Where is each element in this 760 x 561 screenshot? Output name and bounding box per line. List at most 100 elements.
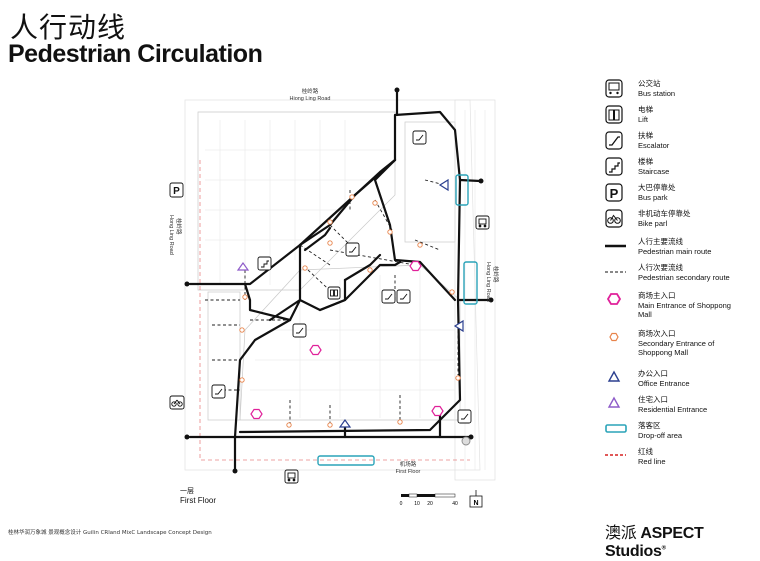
secondary-entrance <box>397 419 403 425</box>
bottom-road-en: First Floor <box>396 469 421 475</box>
legend-label-cn: 住宅入口 <box>638 395 668 404</box>
escalator-icon <box>412 130 427 145</box>
bottom-road-cn: 机场路 <box>400 460 417 468</box>
plan-icons: P <box>169 130 490 484</box>
office-entrance <box>338 418 352 428</box>
top-road-en: Hiong Ling Road <box>290 96 331 102</box>
legend-label-en: Red line <box>638 457 666 466</box>
secondary-route-line <box>605 271 626 273</box>
logo-mark: ® <box>661 545 666 552</box>
scale-label: 0 <box>400 501 403 507</box>
legend-item-drop-off: 落客区 Drop-off area <box>604 420 760 446</box>
route-endpoints <box>184 87 494 474</box>
escalator-icon <box>381 289 396 304</box>
legend-label-cn: 公交站 <box>638 79 661 88</box>
endpoint-dot <box>394 87 400 93</box>
secondary-entrances <box>239 194 461 428</box>
legend-label-cn: 非机动车停靠处 <box>638 209 691 218</box>
scale-label: 10 <box>414 501 420 507</box>
secondary-entrance <box>367 267 373 273</box>
office-entrance <box>453 319 464 333</box>
secondary-entrance <box>455 375 461 381</box>
drop-off-rectangle <box>605 424 627 433</box>
secondary-entrance <box>349 194 355 200</box>
svg-text:P: P <box>173 186 180 197</box>
legend-label-en: Pedestrian secondary route <box>638 273 730 282</box>
legend-label-en: Escalator <box>638 141 670 150</box>
secondary-entrance <box>417 242 423 248</box>
legend-item-residential-entrance: 住宅入口 Residential Entrance <box>604 394 760 420</box>
lift-icon <box>605 105 623 124</box>
secondary-entrance <box>239 327 245 333</box>
logo-cn: 澳派 <box>605 523 637 542</box>
legend-label-en: Pedestrian main route <box>638 247 712 256</box>
top-road-cn: 桂岭路 <box>302 87 319 95</box>
main-entrance-hexagon <box>606 293 622 305</box>
bus-station-icon <box>284 469 299 484</box>
secondary-entrance <box>387 229 393 235</box>
legend-label-en: Drop-off area <box>638 431 683 440</box>
legend-label-cn: 办公入口 <box>638 369 668 378</box>
legend-label-en: Bike parl <box>638 219 668 228</box>
main-entrance <box>409 260 422 272</box>
page-title-cn: 人行动线 <box>10 11 127 44</box>
floor-label-cn: 一层 <box>180 487 194 495</box>
legend-label-en: Secondary Entrance of Shoppong Mall <box>638 339 715 357</box>
escalator-icon <box>605 131 623 150</box>
bus-icon <box>605 79 623 98</box>
legend-item-lift: 电梯 Lift <box>604 104 760 130</box>
site-plan: P 桂岭路 Hiong Ling Road 机场路 First <box>168 87 500 508</box>
secondary-entrance <box>242 294 248 300</box>
interior-grid <box>205 110 486 470</box>
escalator-icon <box>292 323 307 338</box>
legend-label-cn: 扶梯 <box>638 131 653 140</box>
svg-text:P: P <box>610 186 619 201</box>
legend-item-red-line: 红线 Red line <box>604 446 760 472</box>
scale-label: 20 <box>427 501 433 507</box>
legend-label-cn: 人行次要流线 <box>638 263 683 272</box>
secondary-entrance <box>286 422 292 428</box>
legend-item-office-entrance: 办公入口 Office Entrance <box>604 368 760 394</box>
drop-off-area <box>455 174 469 206</box>
right-road-en: Hong Ling Road <box>485 262 491 302</box>
legend-label-cn: 商场主入口 <box>638 291 676 300</box>
scale-bar: 0 10 20 40 <box>400 493 458 507</box>
left-road-cn: 桂岭路 <box>175 218 183 235</box>
residential-entrance <box>236 261 250 271</box>
bus-station-icon <box>475 215 490 230</box>
bus-park-circle <box>461 436 471 446</box>
staircase-icon <box>257 256 272 271</box>
office-entrance <box>438 178 449 192</box>
residential-entrance-triangle <box>607 396 621 408</box>
legend-label-en: Bus park <box>638 193 668 202</box>
escalator-icon <box>396 289 411 304</box>
secondary-entrance <box>327 422 333 428</box>
bus-park-icon: P <box>169 182 184 198</box>
main-entrance <box>309 344 322 356</box>
secondary-entrance <box>302 265 308 271</box>
secondary-entrance-hexagon <box>609 332 619 342</box>
legend-label-cn: 电梯 <box>638 105 653 114</box>
legend-item-escalator: 扶梯 Escalator <box>604 130 760 156</box>
legend-label-en: Lift <box>638 115 649 124</box>
red-line <box>605 454 626 456</box>
endpoint-dot <box>232 468 238 474</box>
main-route-line <box>605 244 626 248</box>
legend-label-cn: 大巴停靠处 <box>638 183 676 192</box>
legend-item-secondary-entrance: 商场次入口 Secondary Entrance of Shoppong Mal… <box>604 328 760 364</box>
main-entrance <box>250 408 263 420</box>
legend-label-cn: 红线 <box>638 447 653 456</box>
legend-label-en: Staircase <box>638 167 670 176</box>
drop-off-area <box>463 261 478 305</box>
bike-park-icon <box>605 209 623 228</box>
office-entrance-triangle <box>607 370 621 382</box>
endpoint-dot <box>478 178 484 184</box>
footer-project-name: 桂林华润万象城 景观概念设计 Guilin CRland MixC Landsc… <box>8 530 212 536</box>
secondary-entrance <box>327 240 333 246</box>
secondary-entrance <box>372 200 378 206</box>
legend-label-en: Bus station <box>638 89 676 98</box>
bike-park-icon <box>169 395 185 410</box>
lift-icon <box>327 286 341 300</box>
scale-label: 40 <box>452 501 458 507</box>
staircase-icon <box>605 157 623 176</box>
